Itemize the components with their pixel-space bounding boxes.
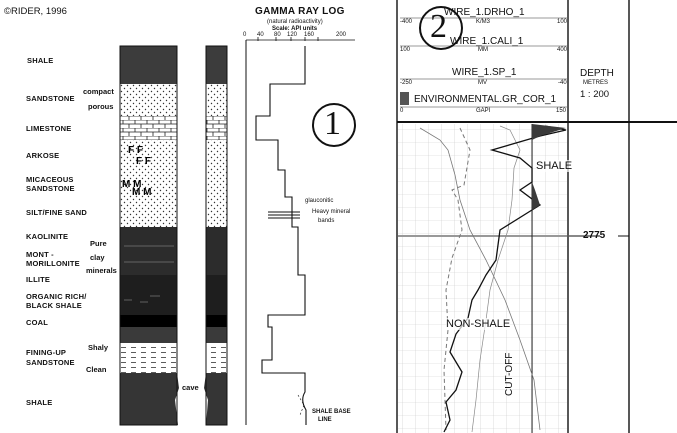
label-cutoff: CUT-OFF <box>504 352 515 396</box>
svg-text:F F: F F <box>136 156 151 167</box>
shale-fill <box>532 124 566 210</box>
lith-arkose: ARKOSE <box>26 151 60 160</box>
curve-cali-right: 400 <box>557 47 568 53</box>
label-shale: SHALE <box>536 160 573 172</box>
lithology-column-wide: F F F F M M M M <box>119 45 179 426</box>
annot-glauconitic: glauconitic <box>305 198 334 204</box>
annot-bands: bands <box>318 218 335 224</box>
curve-cali-name: WIRE_1.CALI_1 <box>450 36 524 47</box>
chart-subtitle-1: (natural radioactivity) <box>267 19 323 25</box>
drho-curve <box>471 125 521 433</box>
curve-gr-left: 0 <box>400 108 404 114</box>
curve-sp-unit: MV <box>478 80 487 86</box>
lith-morillonite: MORILLONITE <box>26 259 80 268</box>
gamma-ray-curve <box>255 46 307 425</box>
chart-subtitle-2: Scale: API units <box>272 26 318 32</box>
scale-tick-160: 160 <box>304 32 315 38</box>
lith-silt: SILT/FINE SAND <box>26 208 87 217</box>
annot-shale-base: SHALE BASE <box>312 409 351 415</box>
lith-sandstone: SANDSTONE <box>26 94 75 103</box>
annot-shale-base-line: LINE <box>318 417 332 423</box>
gamma-ray-track <box>245 37 355 425</box>
note-minerals: minerals <box>86 266 117 275</box>
curve-gr-right: 150 <box>556 108 567 114</box>
note-pure: Pure <box>90 239 107 248</box>
svg-text:M M: M M <box>132 187 151 198</box>
depth-label: DEPTH <box>580 68 614 79</box>
lith-limestone: LIMESTONE <box>26 124 72 133</box>
note-compact: compact <box>83 87 114 96</box>
curve-sp-right: -40 <box>558 80 567 86</box>
depth-marker-2775: 2775 <box>583 230 606 241</box>
lith-illite: ILLITE <box>26 275 51 284</box>
lith-black-shale: BLACK SHALE <box>26 301 82 310</box>
label-non-shale: NON-SHALE <box>446 318 511 330</box>
note-clean: Clean <box>86 365 107 374</box>
marker-number-2: 2 <box>430 8 447 45</box>
note-shaly: Shaly <box>88 343 109 352</box>
annot-heavy-mineral: Heavy mineral <box>312 209 351 215</box>
lithology-column-narrow <box>204 45 228 426</box>
note-porous: porous <box>88 102 114 111</box>
scale-tick-120: 120 <box>287 32 298 38</box>
lith-shale-top: SHALE <box>27 56 54 65</box>
lith-fining-up: FINING-UP <box>26 348 67 357</box>
log-track <box>398 124 629 433</box>
sp-curve <box>443 127 471 431</box>
curve-sp-name: WIRE_1.SP_1 <box>452 67 517 78</box>
curve-drho-left: -400 <box>400 19 413 25</box>
svg-text:M M: M M <box>122 179 141 190</box>
curve-drho-right: 100 <box>557 19 568 25</box>
curve-gr-unit: GAPI <box>476 108 491 114</box>
curve-gr-name: ENVIRONMENTAL.GR_COR_1 <box>414 94 557 105</box>
lith-shale-bottom: SHALE <box>26 398 53 407</box>
curve-drho-unit: K/M3 <box>476 19 491 25</box>
marker-circle-2 <box>419 6 463 50</box>
note-clay: clay <box>90 253 105 262</box>
lith-mont: MONT - <box>26 250 54 259</box>
caliper-curve <box>419 127 541 431</box>
lith-kaolinite: KAOLINITE <box>26 232 69 241</box>
lith-micaceous: MICACEOUS <box>26 175 74 184</box>
annot-cave: cave <box>182 383 199 392</box>
curve-sp-left: -250 <box>400 80 413 86</box>
gr-curve <box>443 125 567 433</box>
svg-text:F F: F F <box>128 145 143 156</box>
lith-micaceous-sandstone: SANDSTONE <box>26 184 75 193</box>
marker-number-1: 1 <box>324 105 341 142</box>
copyright: ©RIDER, 1996 <box>4 6 67 17</box>
scale-tick-0: 0 <box>243 32 247 38</box>
marker-circle-1 <box>312 103 356 147</box>
curve-cali-left: 100 <box>400 47 411 53</box>
scale-tick-80: 80 <box>274 32 281 38</box>
curve-cali-unit: MM <box>478 47 488 53</box>
lith-organic: ORGANIC RICH/ <box>26 292 87 301</box>
depth-unit: METRES <box>583 80 609 86</box>
lith-coal: COAL <box>26 318 49 327</box>
lith-fining-sandstone: SANDSTONE <box>26 358 75 367</box>
scale-tick-200: 200 <box>336 32 347 38</box>
chart-title: GAMMA RAY LOG <box>255 6 345 17</box>
scale-tick-40: 40 <box>257 32 264 38</box>
curve-drho-name: WIRE_1.DRHO_1 <box>444 7 525 18</box>
depth-scale: 1 : 200 <box>580 89 610 100</box>
